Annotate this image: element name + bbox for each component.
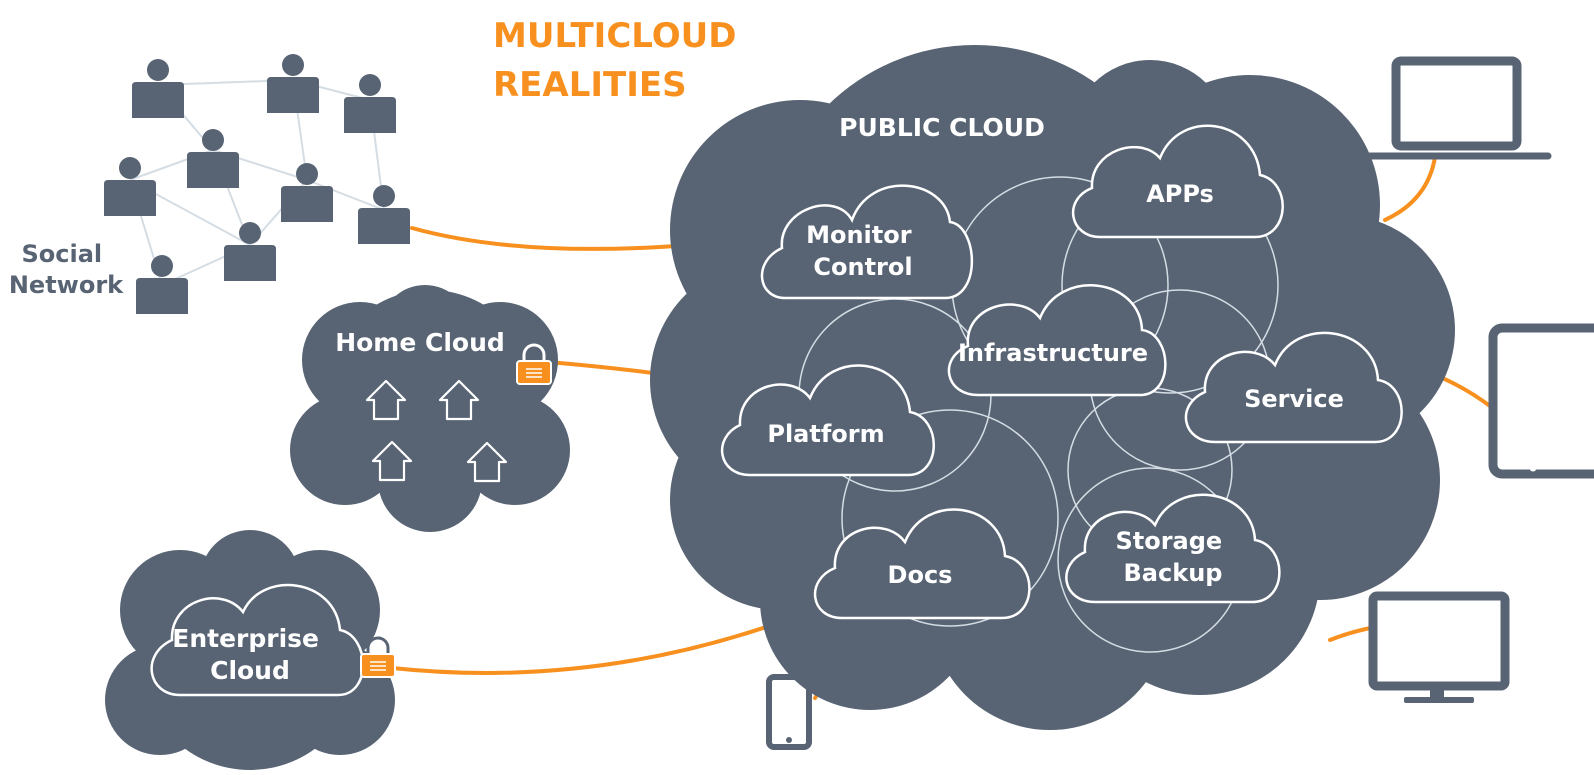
home-cloud: Home Cloud <box>290 285 570 532</box>
cloud-apps <box>1071 124 1284 239</box>
person-icon <box>281 163 333 222</box>
enterprise-inner-cloud <box>150 583 365 697</box>
storage-backup-label: Storage Backup <box>1115 527 1230 587</box>
social-line2: Network <box>9 271 124 299</box>
social-network-label: Social Network <box>9 240 124 299</box>
public-cloud-label: PUBLIC CLOUD <box>839 113 1045 142</box>
service-label: Service <box>1244 385 1344 413</box>
social-line1: Social <box>21 240 102 268</box>
person-icon <box>136 255 188 314</box>
enterprise-cloud: Enterprise Cloud <box>105 530 396 770</box>
storage-line1: Storage <box>1115 527 1222 555</box>
lock-icon <box>360 636 396 678</box>
home-cloud-label: Home Cloud <box>335 328 505 357</box>
platform-label: Platform <box>767 420 884 448</box>
laptop-icon <box>1364 56 1552 160</box>
monitor-control-label: Monitor Control <box>806 221 920 281</box>
phone-icon <box>766 674 812 750</box>
title-line1: MULTICLOUD <box>493 16 736 56</box>
cloud-monitor-control <box>760 184 974 300</box>
enterprise-cloud-label: Enterprise Cloud <box>172 624 327 685</box>
cloud-docs <box>813 508 1031 620</box>
monitor-icon <box>1368 591 1510 703</box>
person-icon <box>187 129 239 188</box>
line-laptop-to-cloud <box>1383 155 1437 222</box>
enterprise-line1: Enterprise <box>172 624 319 653</box>
tablet-icon <box>1488 323 1594 479</box>
title-line2: REALITIES <box>493 65 687 105</box>
cloud-platform <box>720 364 935 477</box>
line-monitor-to-cloud <box>1328 625 1377 642</box>
lock-icon <box>516 343 552 385</box>
infrastructure-label: Infrastructure <box>958 339 1148 367</box>
cloud-infrastructure <box>947 284 1167 397</box>
docs-label: Docs <box>888 561 953 589</box>
cloud-service <box>1184 331 1403 444</box>
connection-lines <box>390 155 1497 700</box>
line-social-to-cloud <box>410 226 692 251</box>
line-enterprise-to-cloud <box>390 613 802 675</box>
person-icon <box>132 59 184 118</box>
monitor-line2: Control <box>813 253 912 281</box>
cloud-storage-backup <box>1065 493 1281 604</box>
home-cloud-shape <box>290 285 570 532</box>
person-icon <box>104 157 156 216</box>
person-icon <box>267 54 319 113</box>
service-clouds <box>720 124 1403 620</box>
diagram-title: MULTICLOUD REALITIES <box>493 16 748 105</box>
social-network: Social Network <box>9 54 410 314</box>
line-tablet-to-cloud <box>1438 375 1497 412</box>
storage-line2: Backup <box>1124 559 1223 587</box>
person-icon <box>224 222 276 281</box>
monitor-line1: Monitor <box>806 221 912 249</box>
apps-label: APPs <box>1146 180 1214 208</box>
enterprise-line2: Cloud <box>210 656 290 685</box>
person-icon <box>344 74 396 133</box>
person-icon <box>358 185 410 244</box>
